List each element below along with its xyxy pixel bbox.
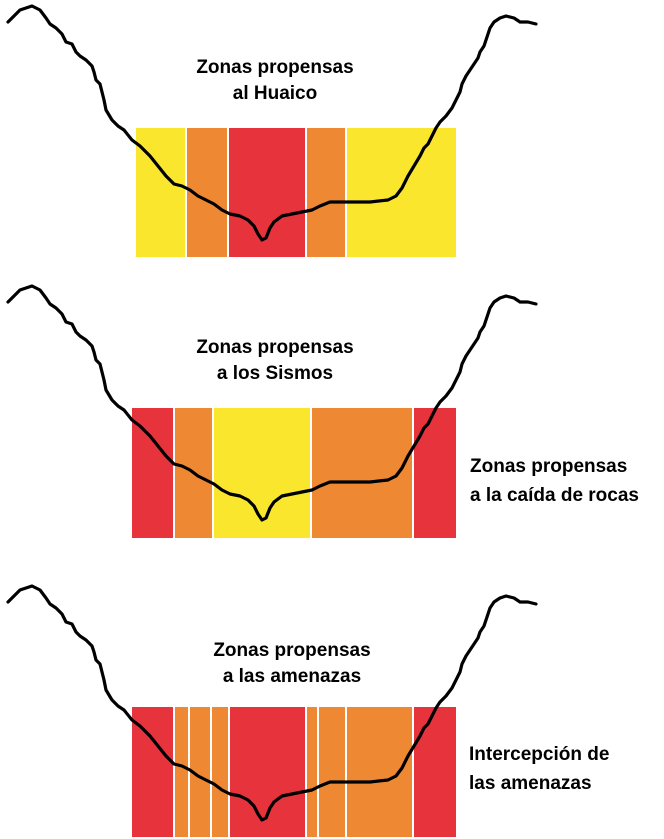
side-label-line1: Zonas propensas	[470, 456, 628, 477]
valley-profile-line	[6, 4, 538, 242]
zone-band-orange	[306, 707, 318, 837]
zone-band-red	[132, 408, 174, 538]
panel-title: Zonas propensas a las amenazas	[177, 638, 407, 690]
zone-band-yellow	[213, 408, 311, 538]
valley-profile-line	[6, 284, 538, 522]
panel-title-line2: a los Sismos	[216, 363, 334, 384]
side-label: Intercepción de las amenazas	[469, 740, 609, 798]
panel-title-line1: Zonas propensas	[196, 57, 354, 78]
panel-title-line2: al Huaico	[232, 83, 318, 104]
zone-band-orange	[174, 707, 189, 837]
zone-band-orange	[211, 707, 229, 837]
side-label-line2: a la caída de rocas	[470, 485, 639, 506]
panel-huaico: Zonas propensas al Huaico	[0, 0, 664, 279]
panel-title: Zonas propensas a los Sismos	[160, 335, 390, 387]
panel-sismos: Zonas propensas a los Sismos Zonas prope…	[0, 280, 664, 559]
zone-band-orange	[306, 128, 346, 257]
side-label-line2: las amenazas	[469, 773, 592, 794]
zone-band-orange	[189, 707, 211, 837]
side-label: Zonas propensas a la caída de rocas	[470, 452, 639, 510]
valley-profile-line	[6, 584, 538, 822]
panel-title-line1: Zonas propensas	[213, 640, 371, 661]
panel-title: Zonas propensas al Huaico	[160, 55, 390, 107]
zone-band-orange	[318, 707, 346, 837]
zone-diagram-amenazas	[6, 584, 538, 837]
zone-band-yellow	[346, 128, 456, 257]
zone-diagram-huaico	[6, 4, 538, 257]
panel-amenazas: Zonas propensas a las amenazas Intercepc…	[0, 560, 664, 839]
zone-band-orange	[346, 707, 413, 837]
zone-band-red	[132, 707, 174, 837]
side-label-line1: Intercepción de	[469, 744, 610, 765]
zone-band-red	[413, 707, 456, 837]
zone-band-red	[413, 408, 456, 538]
panel-title-line1: Zonas propensas	[196, 337, 354, 358]
zone-band-orange	[311, 408, 413, 538]
zone-diagram-sismos	[6, 284, 538, 538]
panel-title-line2: a las amenazas	[222, 666, 362, 687]
